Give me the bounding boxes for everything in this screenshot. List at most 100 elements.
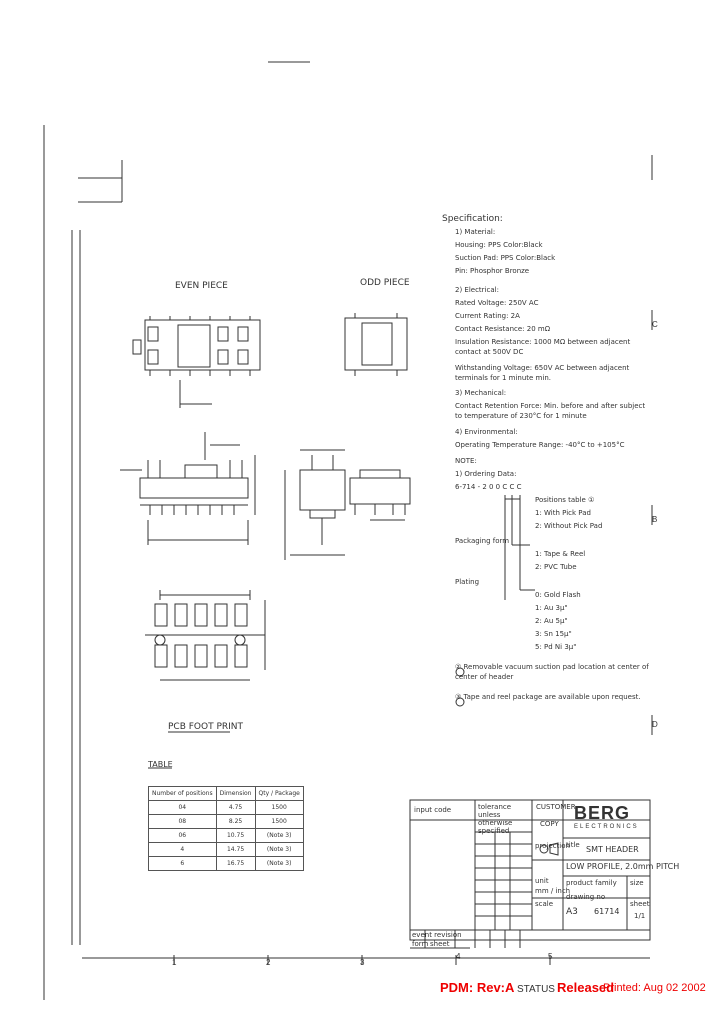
spec-note-line: Contact Resistance: 20 mΩ	[455, 325, 551, 333]
table-cell: 10.75	[215, 828, 256, 843]
spec-note-line: Pin: Phosphor Bronze	[455, 267, 530, 275]
zone-marker: 4	[456, 952, 461, 961]
table-cell: 4	[148, 842, 217, 857]
spec-note-line: center of header	[455, 673, 514, 681]
zone-marker: C	[652, 320, 658, 329]
table-cell: 04	[148, 800, 217, 815]
unit-value: mm / inch	[535, 887, 571, 895]
pcb-footprint-label: PCB FOOT PRINT	[168, 722, 244, 732]
table-cell: 16.75	[215, 856, 256, 871]
even-piece-label: EVEN PIECE	[175, 281, 228, 291]
zone-marker: 1	[172, 958, 177, 967]
spec-note-line: Suction Pad: PPS Color:Black	[455, 254, 556, 262]
table-cell: 08	[148, 814, 217, 829]
spec-note-line: 1) Ordering Data:	[455, 470, 517, 478]
table-cell: (Note 3)	[254, 828, 304, 843]
size-value: A3	[566, 907, 578, 917]
spec-note-line: 3: Sn 15μ"	[535, 630, 572, 638]
spec-note-line: ③ Tape and reel package are available up…	[455, 693, 641, 701]
status-released: Released	[557, 980, 615, 995]
spec-title: Specification:	[442, 214, 503, 224]
spec-note-line: to temperature of 230°C for 1 minute	[455, 412, 587, 420]
spec-note-line: 1: With Pick Pad	[535, 509, 591, 517]
copy-label: COPY	[540, 820, 559, 828]
projection-label: projection	[535, 842, 570, 850]
table-cell: (Note 3)	[254, 856, 304, 871]
title-label: title	[566, 841, 580, 849]
sheet-value: 1/1	[634, 912, 646, 920]
odd-piece-label: ODD PIECE	[360, 278, 410, 288]
spec-note-line: Operating Temperature Range: -40°C to +1…	[455, 441, 625, 449]
drawing-no-label: drawing no	[566, 893, 606, 901]
spec-note-line: 0: Gold Flash	[535, 591, 581, 599]
customer-label: CUSTOMER	[536, 803, 576, 811]
zone-marker: D	[652, 720, 658, 729]
table-header-cell: Dimension	[215, 786, 256, 801]
input-code-label: input code	[414, 806, 452, 814]
table-cell: 14.75	[215, 842, 256, 857]
spec-note-line: ② Removable vacuum suction pad location …	[455, 663, 649, 671]
unit-label: unit	[535, 877, 549, 885]
spec-note-line: 3) Mechanical:	[455, 389, 507, 397]
spec-note-line: Plating	[455, 578, 480, 586]
product-family-label: product family	[566, 879, 617, 887]
title-line-2: LOW PROFILE, 2.0mm PITCH	[566, 862, 680, 871]
table-cell: 1500	[254, 800, 304, 815]
table-header-cell: Qty / Package	[254, 786, 304, 801]
spec-note-line: Contact Retention Force: Min. before and…	[455, 402, 646, 410]
printed-date: Printed: Aug 02 2002	[603, 982, 706, 994]
spec-note-line: Packaging form	[455, 537, 510, 545]
spec-note-line: Positions table ①	[535, 496, 595, 504]
status-label: STATUS	[517, 984, 555, 995]
table-cell: 06	[148, 828, 217, 843]
table-cell: 8.25	[215, 814, 256, 829]
size-label: size	[630, 879, 644, 887]
spec-note-line: 1: Au 3μ"	[535, 604, 568, 612]
spec-note-line: NOTE:	[455, 457, 477, 465]
zone-marker: 5	[548, 952, 553, 961]
spec-note-line: 1: Tape & Reel	[535, 550, 586, 558]
logo-text: BERG	[574, 803, 631, 823]
table-cell: 6	[148, 856, 217, 871]
spec-note-line: 2: PVC Tube	[535, 563, 577, 571]
spec-note-line: 6-714 - 2 0 0 C C C	[455, 483, 522, 491]
zone-marker: 3	[360, 958, 365, 967]
table-title: TABLE	[148, 760, 173, 769]
zone-marker: 2	[266, 958, 271, 967]
zone-marker: B	[652, 515, 658, 524]
spec-note-line: 2: Au 5μ"	[535, 617, 568, 625]
table-header-cell: Number of positions	[148, 786, 217, 801]
spec-note-line: Insulation Resistance: 1000 MΩ between a…	[455, 338, 631, 346]
spec-note-line: Current Rating: 2A	[455, 312, 520, 320]
document-number: 61714	[594, 907, 620, 916]
berg-logo: BERG ELECTRONICS	[574, 803, 639, 830]
sheet-label: sheet	[630, 900, 650, 908]
spec-note-line: Rated Voltage: 250V AC	[455, 299, 539, 307]
scale-label: scale	[535, 900, 554, 908]
spec-note-line: 2) Electrical:	[455, 286, 499, 294]
logo-subtext: ELECTRONICS	[574, 824, 639, 830]
pdm-revision: PDM: Rev:A	[440, 980, 515, 995]
spec-note-line: terminals for 1 minute min.	[455, 374, 551, 382]
tolerance-label: tolerance unless otherwise specified	[478, 803, 513, 835]
spec-note-line: 5: Pd Ni 3μ"	[535, 643, 577, 651]
form-label: form	[412, 940, 429, 948]
spec-note-line: 2: Without Pick Pad	[535, 522, 603, 530]
table-cell: (Note 3)	[254, 842, 304, 857]
title-line-1: SMT HEADER	[586, 845, 639, 854]
table-cell: 4.75	[215, 800, 256, 815]
spec-note-line: contact at 500V DC	[455, 348, 524, 356]
sheet-lower-label: sheet	[430, 940, 450, 948]
table-cell: 1500	[254, 814, 304, 829]
spec-note-line: 4) Environmental:	[455, 428, 518, 436]
spec-note-line: 1) Material:	[455, 228, 496, 236]
